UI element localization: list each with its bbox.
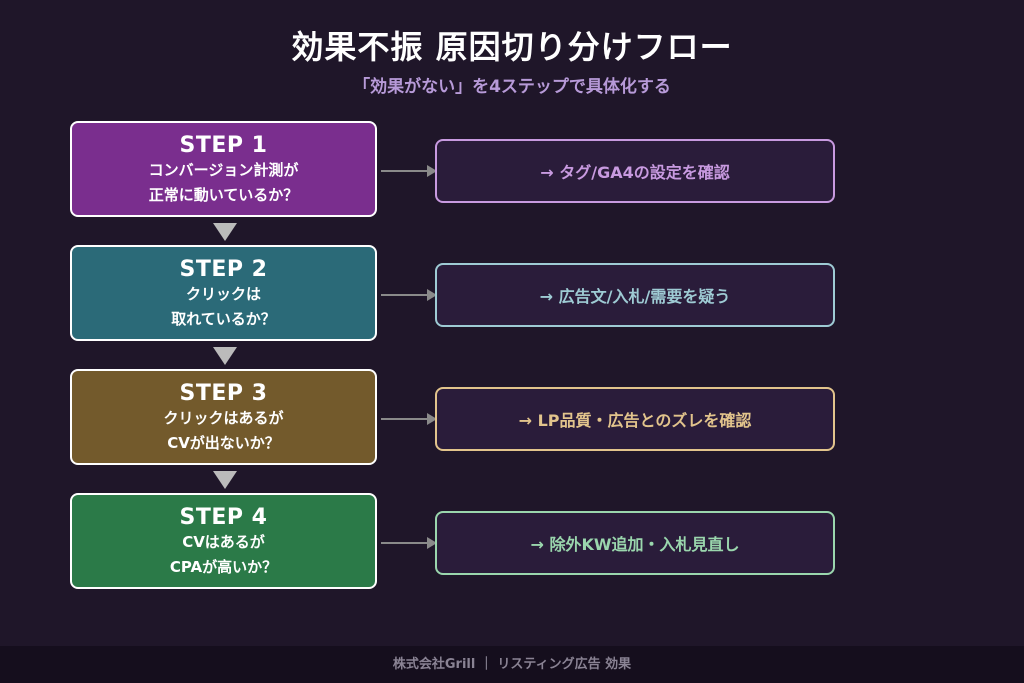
step-2-label: STEP 2 [179,257,268,282]
step-1-box: STEP 1 コンバージョン計測が 正常に動いているか？ [70,121,377,217]
step-1-question-line-2: 正常に動いているか？ [148,186,299,204]
step-4-question-line-2: CPAが高いか？ [169,558,278,576]
flow-down-arrow-1 [213,223,237,241]
step-3-connector-arrowhead [427,413,437,425]
page-title: 効果不振 原因切り分けフロー [291,28,733,66]
step-4-label: STEP 4 [179,505,268,530]
step-4-question-line-1: CVはあるが [182,533,265,551]
flow-down-arrow-2 [213,347,237,365]
step-2-question-line-1: クリックは [185,285,261,303]
step-1-action-box: → タグ/GA4の設定を確認 [435,139,835,203]
step-3-question-line-2: CVが出ないか？ [167,434,280,452]
step-1-question-line-1: コンバージョン計測が [148,161,299,179]
step-1-connector-arrowhead [427,165,437,177]
step-3-action-text: → LP品質・広告とのズレを確認 [518,411,752,430]
step-3-connector-line [381,418,429,420]
step-3-action-box: → LP品質・広告とのズレを確認 [435,387,835,451]
step-3-label: STEP 3 [179,381,268,406]
step-4-connector-arrowhead [427,537,437,549]
step-1-action-text: → タグ/GA4の設定を確認 [540,163,730,182]
step-2-action-text: → 広告文/入札/需要を疑う [539,287,731,306]
step-4-box: STEP 4 CVはあるが CPAが高いか？ [70,493,377,589]
step-2-connector-arrowhead [427,289,437,301]
step-2-question-line-2: 取れているか？ [171,310,276,328]
footer: 株式会社Grill ｜ リスティング広告 効果 [0,646,1024,683]
step-1-label: STEP 1 [179,133,268,158]
step-2-connector-line [381,294,429,296]
step-4-connector-line [381,542,429,544]
flow-down-arrow-3 [213,471,237,489]
step-2-box: STEP 2 クリックは 取れているか？ [70,245,377,341]
step-3-box: STEP 3 クリックはあるが CVが出ないか？ [70,369,377,465]
step-2-action-box: → 広告文/入札/需要を疑う [435,263,835,327]
page-subtitle: 「効果がない」を4ステップで具体化する [353,77,671,97]
step-3-question-line-1: クリックはあるが [163,409,284,427]
step-4-action-box: → 除外KW追加・入札見直し [435,511,835,575]
step-4-action-text: → 除外KW追加・入札見直し [530,535,740,554]
step-1-connector-line [381,170,429,172]
